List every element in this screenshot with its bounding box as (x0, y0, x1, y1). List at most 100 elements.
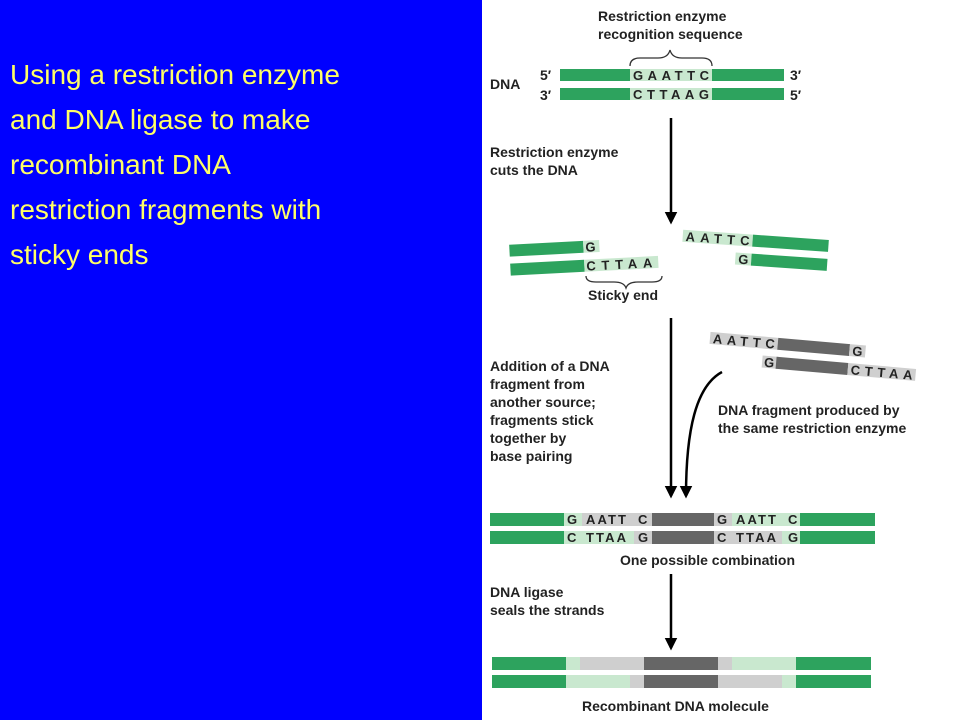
recognition-brace (629, 49, 713, 67)
dna-strand-segment (490, 513, 564, 526)
caption-line: sticky ends (10, 239, 149, 270)
dna-strand-segment (752, 234, 829, 252)
combo-sequence: TTAA (736, 530, 777, 545)
sealed-segment (718, 657, 732, 670)
sealed-segment (580, 657, 644, 670)
combo-sequence: C (567, 530, 577, 545)
cut-sequence: AATTC (685, 229, 750, 248)
recognition-sequence-bottom: CTTAAG (633, 87, 709, 102)
foreign-sequence: CTTAA (850, 362, 914, 382)
dna-strand-segment (796, 675, 871, 688)
step-label-line: seals the strands (490, 602, 605, 618)
dna-strand-segment (509, 240, 584, 257)
curved-arrow (679, 370, 723, 499)
foreign-sequence: G (852, 343, 863, 359)
step-label-line: fragment from (490, 376, 585, 392)
dna-strand-segment (490, 531, 564, 544)
recognition-site-bottom (630, 88, 712, 100)
step-label-line: DNA ligase (490, 584, 564, 600)
step-label-line: base pairing (490, 448, 572, 464)
combo-sequence: G (717, 512, 727, 527)
foreign-strand-segment (652, 513, 714, 526)
foreign-strand-segment (644, 675, 718, 688)
cut-fragment-right: AATTC G (682, 229, 829, 271)
foreign-strand-segment (652, 531, 714, 544)
foreign-label-line: DNA fragment produced by (718, 402, 900, 418)
combo-sequence: C (638, 512, 648, 527)
combo-sequence: TTAA (586, 530, 627, 545)
recognition-label-line: recognition sequence (598, 26, 743, 42)
caption-line: recombinant DNA (10, 149, 231, 180)
sticky-end-segment (709, 331, 779, 350)
cut-sequence: G (738, 252, 749, 268)
combo-label: One possible combination (620, 552, 795, 568)
sealed-segment (782, 675, 796, 688)
caption-panel: Using a restriction enzyme and DNA ligas… (0, 0, 482, 720)
foreign-strand-segment (775, 356, 849, 375)
sealed-segment (630, 675, 644, 688)
combo-base-segment (714, 513, 732, 526)
caption-line: and DNA ligase to make (10, 104, 311, 135)
combo-sequence: C (788, 512, 798, 527)
strand-end-label: 5′ (790, 87, 802, 103)
dna-strand-segment (560, 69, 630, 81)
combo-sequence: G (638, 530, 648, 545)
step-label-line: Restriction enzyme (490, 144, 619, 160)
sticky-base-segment (583, 239, 600, 253)
sealed-segment (732, 657, 796, 670)
dna-strand-segment (750, 253, 828, 271)
dna-strand-segment (800, 531, 875, 544)
strand-end-label: 5′ (540, 67, 552, 83)
recognition-label-line: Restriction enzyme (598, 8, 727, 24)
combo-sequence: G (567, 512, 577, 527)
step-label-line: together by (490, 430, 566, 446)
step-label-line: cuts the DNA (490, 162, 578, 178)
strand-end-label: 3′ (540, 87, 552, 103)
dna-strand-segment (492, 657, 566, 670)
combo-base-segment (634, 531, 652, 544)
dna-strand-segment (712, 69, 784, 81)
caption-line: restriction fragments with (10, 194, 322, 225)
combo-sequence: C (717, 530, 727, 545)
sticky-end-label: Sticky end (588, 287, 658, 303)
cut-fragment-left: G CTTAA (509, 239, 659, 276)
recognition-site-top (630, 69, 712, 81)
foreign-label-line: the same restriction enzyme (718, 420, 907, 436)
combo-sequence: G (788, 530, 798, 545)
combo-base-segment (732, 513, 800, 526)
sticky-base-segment (848, 344, 866, 358)
slide-caption: Using a restriction enzyme and DNA ligas… (10, 52, 470, 277)
step-label-line: fragments stick (490, 412, 594, 428)
sealed-segment (566, 675, 630, 688)
dna-strand-segment (560, 88, 630, 100)
foreign-dna-fragment: AATTC G G CTTAA (709, 331, 917, 383)
dna-strand-segment (510, 259, 585, 276)
dna-strand-segment (800, 513, 875, 526)
recombinant-dna-diagram: Restriction enzyme recognition sequence … (482, 0, 960, 720)
dna-label: DNA (490, 76, 520, 92)
dna-strand-segment (796, 657, 871, 670)
sticky-end-segment (847, 363, 917, 381)
sealed-segment (566, 657, 580, 670)
diagram-canvas: Restriction enzyme recognition sequence … (490, 8, 917, 714)
foreign-sequence: AATTC (712, 331, 776, 351)
sticky-end-segment (584, 255, 659, 272)
step-label-line: Addition of a DNA (490, 358, 610, 374)
combo-base-segment (714, 531, 782, 544)
foreign-strand-segment (777, 337, 851, 357)
sealed-segment (718, 675, 782, 688)
step-label-line: another source; (490, 394, 596, 410)
sticky-base-segment (761, 355, 779, 369)
combo-base-segment (564, 531, 634, 544)
caption-line: Using a restriction enzyme (10, 59, 340, 90)
dna-strand-segment (492, 675, 566, 688)
combined-fragments: G AATT C G AATT C C TTAA G C TTAA G (490, 512, 875, 545)
foreign-strand-segment (644, 657, 718, 670)
dna-strand-segment (712, 88, 784, 100)
recombinant-molecule (492, 657, 871, 688)
foreign-sequence: G (763, 355, 774, 371)
combo-base-segment (582, 513, 652, 526)
sticky-base-segment (734, 252, 752, 266)
combo-base-segment (782, 531, 800, 544)
